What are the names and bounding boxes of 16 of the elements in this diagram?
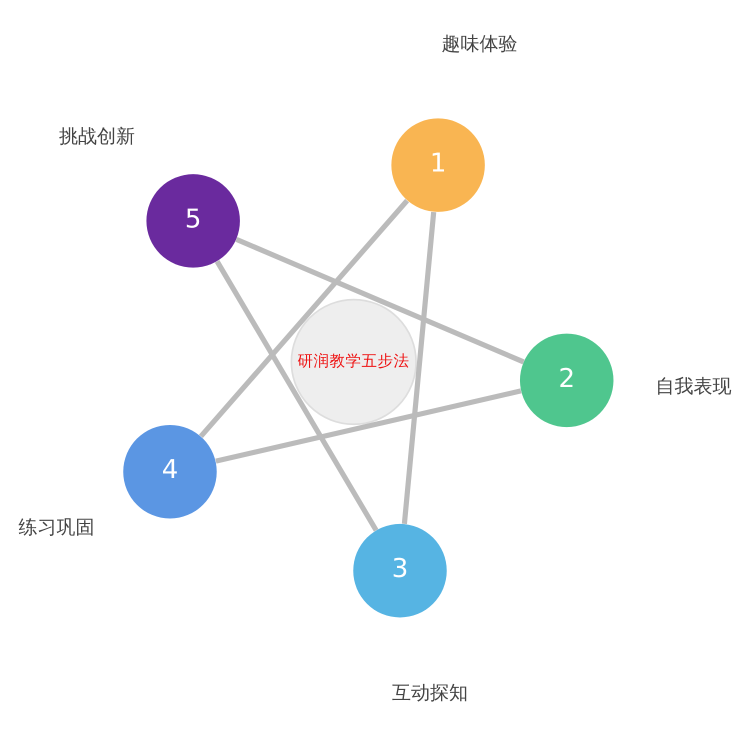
connector bbox=[214, 260, 378, 532]
node-circle: 2 bbox=[520, 333, 614, 427]
node-circle: 4 bbox=[123, 424, 217, 518]
node-circle: 3 bbox=[353, 523, 447, 617]
node-circle: 研润教学五步法 bbox=[290, 298, 417, 425]
node-circle: 5 bbox=[146, 174, 240, 268]
node-label: 趣味体验 bbox=[441, 32, 518, 54]
node-circle: 1 bbox=[391, 118, 485, 212]
node-label: 挑战创新 bbox=[59, 125, 136, 148]
node-label: 自我表现 bbox=[655, 375, 732, 398]
connector bbox=[402, 211, 436, 524]
node-label: 互动探知 bbox=[392, 681, 468, 704]
connector bbox=[198, 198, 410, 438]
connector bbox=[215, 388, 522, 464]
connector bbox=[235, 236, 525, 364]
node-label: 练习巩固 bbox=[18, 516, 95, 538]
